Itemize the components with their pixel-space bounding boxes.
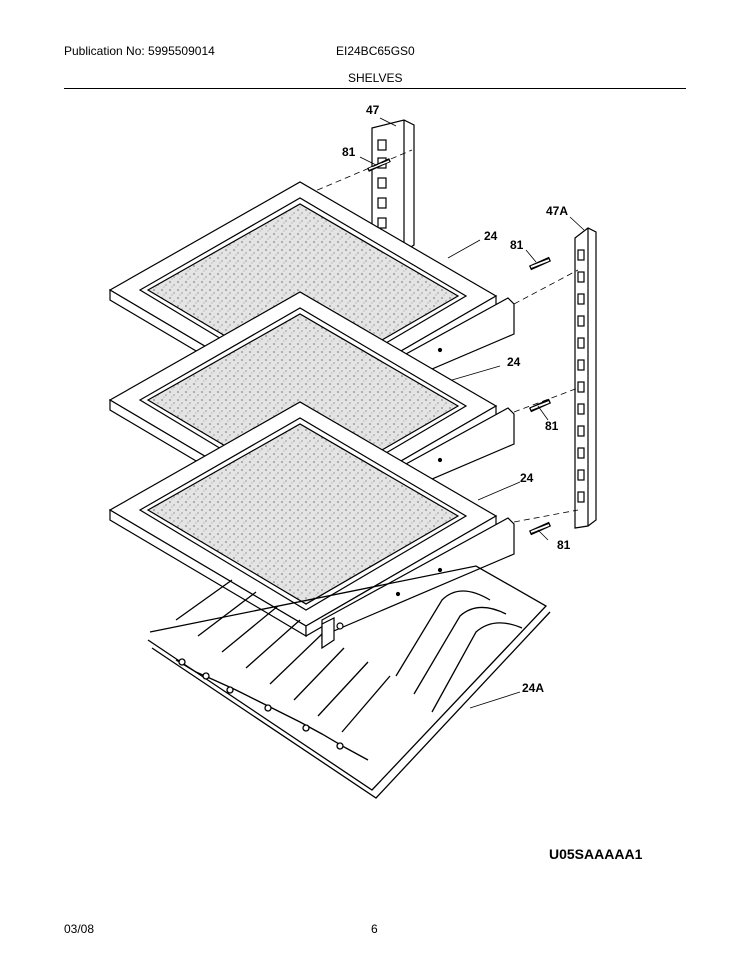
alignment-lines <box>307 149 579 523</box>
header-rule <box>64 88 686 89</box>
callout-24-top: 24 <box>484 229 498 243</box>
callout-81-right-top: 81 <box>510 238 524 252</box>
right-rear-bracket <box>574 227 597 529</box>
page-number: 6 <box>371 922 378 936</box>
screw-top <box>367 158 391 172</box>
section-title: SHELVES <box>348 71 403 85</box>
callout-81-right-bottom: 81 <box>557 538 571 552</box>
wire-rack <box>147 565 551 799</box>
callout-24a: 24A <box>522 681 544 695</box>
model-number: EI24BC65GS0 <box>336 44 415 58</box>
diagram-code: U05SAAAAA1 <box>549 846 643 862</box>
callout-47: 47 <box>366 103 380 117</box>
footer-date: 03/08 <box>64 922 95 936</box>
callout-81-right-middle: 81 <box>545 419 559 433</box>
callout-24-middle: 24 <box>507 355 521 369</box>
screws-right <box>528 256 552 536</box>
publication-number: Publication No: 5995509014 <box>64 44 215 58</box>
callout-47a: 47A <box>546 204 568 218</box>
callout-24-bottom: 24 <box>520 471 534 485</box>
callout-81-top: 81 <box>342 145 356 159</box>
leader-lines <box>359 117 585 709</box>
